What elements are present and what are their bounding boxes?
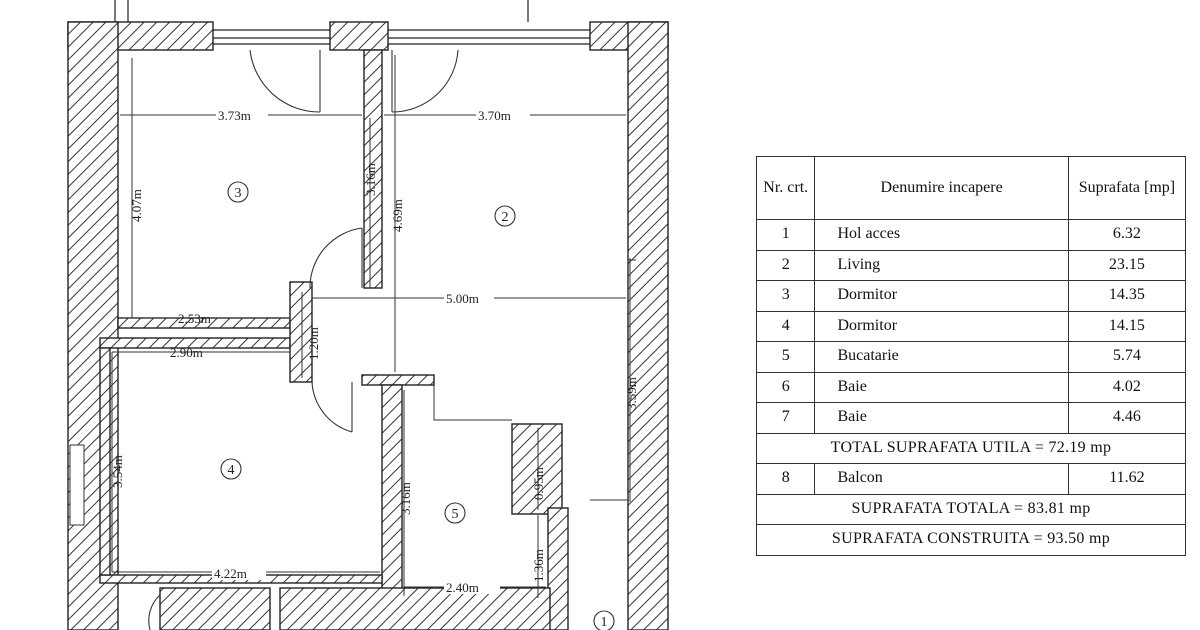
row-nr: 5 — [755, 341, 816, 373]
table-row: 2 Living 23.15 — [755, 249, 1187, 281]
header-nr: Nr. crt. — [755, 156, 816, 220]
dim-label: 2.40m — [446, 580, 479, 595]
row-name: Bucatarie — [814, 341, 1069, 373]
room-marker-circle — [494, 205, 516, 227]
table-row: 1 Hol acces 6.32 — [755, 219, 1187, 251]
dim-label: 3.16m — [398, 482, 413, 515]
row-name: Dormitor — [814, 280, 1069, 312]
header-area: Suprafata [mp] — [1067, 156, 1187, 220]
room-marker-label: 4 — [228, 463, 235, 478]
table-row: 7 Baie 4.46 — [755, 402, 1187, 434]
dimension-lines — [111, 55, 631, 598]
dim-label: 1.20m — [306, 327, 321, 360]
room-markers: 3 2 4 5 1 — [220, 181, 615, 630]
row-area: 14.15 — [1067, 310, 1187, 342]
dim-label: 4.69m — [390, 199, 405, 232]
dim-label: 4.07m — [129, 189, 144, 222]
balcony-area: 11.62 — [1067, 463, 1187, 495]
table-row: 6 Baie 4.02 — [755, 371, 1187, 403]
dim-label: 2.53m — [178, 311, 211, 326]
dim-label: 3.59m — [624, 377, 639, 410]
balcony-nr: 8 — [755, 463, 816, 495]
side-window — [69, 444, 85, 526]
row-name: Baie — [814, 371, 1069, 403]
table-row: 3 Dormitor 14.35 — [755, 280, 1187, 312]
header-name: Denumire incapere — [814, 156, 1069, 220]
table-row: 4 Dormitor 14.15 — [755, 310, 1187, 342]
total-util: TOTAL SUPRAFATA UTILA = 72.19 mp — [756, 432, 1186, 464]
dim-label: 1.36m — [531, 549, 546, 582]
row-name: Baie — [814, 402, 1069, 434]
total-area: SUPRAFATA TOTALA = 83.81 mp — [756, 493, 1186, 525]
row-nr: 2 — [755, 249, 816, 281]
built-row: SUPRAFATA CONSTRUITA = 93.50 mp — [756, 524, 1186, 556]
room-marker-circle — [227, 181, 249, 203]
balcony-name: Balcon — [814, 463, 1069, 495]
row-nr: 6 — [755, 371, 816, 403]
room-marker-circle — [220, 458, 242, 480]
interior-walls — [99, 49, 569, 630]
room-marker-label: 3 — [235, 186, 242, 201]
room-marker-circle — [593, 610, 615, 630]
row-name: Dormitor — [814, 310, 1069, 342]
floor-plan: 3.73m 3.70m 4.07m 3.16m 4.69m 5.00m 2.53… — [67, 0, 669, 630]
dim-label: 2.90m — [170, 345, 203, 360]
table-header-row: Nr. crt. Denumire incapere Suprafata [mp… — [755, 156, 1187, 220]
room-marker-label: 2 — [502, 210, 509, 225]
balcony-row: 8 Balcon 11.62 — [755, 463, 1187, 495]
dim-label: 0.95m — [531, 467, 546, 500]
room-area-table: Nr. crt. Denumire incapere Suprafata [mp… — [755, 156, 1187, 556]
room-marker-circle — [444, 502, 466, 524]
total-row: SUPRAFATA TOTALA = 83.81 mp — [756, 493, 1186, 525]
row-name: Hol acces — [814, 219, 1069, 251]
top-window — [114, 0, 590, 45]
row-nr: 7 — [755, 402, 816, 434]
room-marker-label: 5 — [452, 507, 459, 522]
row-name: Living — [814, 249, 1069, 281]
dim-label: 5.00m — [446, 291, 479, 306]
row-nr: 3 — [755, 280, 816, 312]
row-nr: 1 — [755, 219, 816, 251]
exterior-walls — [67, 21, 669, 630]
dim-label: 3.73m — [218, 108, 251, 123]
row-area: 4.02 — [1067, 371, 1187, 403]
row-area: 4.46 — [1067, 402, 1187, 434]
dim-label: 4.22m — [214, 566, 247, 581]
row-area: 5.74 — [1067, 341, 1187, 373]
dim-label: 3.16m — [363, 163, 378, 196]
built-area: SUPRAFATA CONSTRUITA = 93.50 mp — [756, 524, 1186, 556]
room-outlines — [433, 259, 636, 501]
door-swings — [148, 49, 459, 630]
total-util-row: TOTAL SUPRAFATA UTILA = 72.19 mp — [756, 432, 1186, 464]
table-row: 5 Bucatarie 5.74 — [755, 341, 1187, 373]
row-area: 23.15 — [1067, 249, 1187, 281]
row-area: 14.35 — [1067, 280, 1187, 312]
dimension-labels: 3.73m 3.70m 4.07m 3.16m 4.69m 5.00m 2.53… — [110, 107, 639, 595]
row-nr: 4 — [755, 310, 816, 342]
row-area: 6.32 — [1067, 219, 1187, 251]
dim-label: 3.70m — [478, 108, 511, 123]
dim-label: 3.54m — [110, 455, 125, 488]
room-marker-label: 1 — [601, 615, 608, 630]
